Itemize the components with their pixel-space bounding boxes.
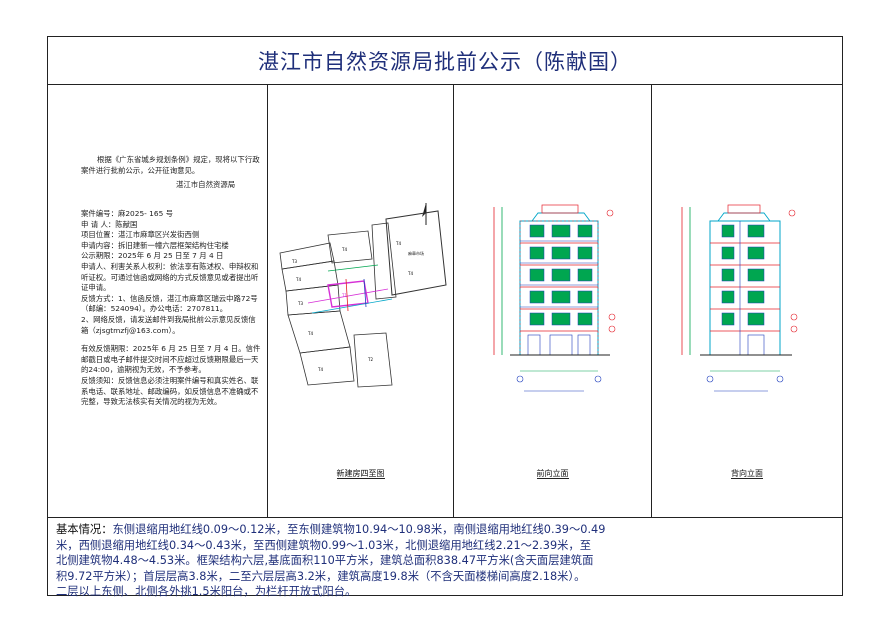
feedback-deadline: 有效反馈期限：2025年 6 月 25 日至 7 月 4 日。信件邮戳日或电子邮… xyxy=(81,344,261,375)
front-elevation-caption: 前向立面 xyxy=(536,469,569,479)
svg-text:T4: T4 xyxy=(307,331,313,336)
front-elevation-drawing xyxy=(493,204,616,392)
basic-info-line1: 东侧退缩用地红线0.09～0.12米，至东侧建筑物10.94～10.98米，南侧… xyxy=(112,523,606,536)
basic-info-line4: 积9.72平方米）；首层层高3.8米，二至六层层高3.2米，建筑高度19.8米（… xyxy=(56,569,586,583)
svg-text:T3: T3 xyxy=(291,259,297,264)
basic-info-line5: 二层以上东侧、北侧各外挑1.5米阳台，为栏杆开放式阳台。 xyxy=(56,585,357,599)
applicant: 申 请 人：陈献国 xyxy=(81,219,138,229)
project-location: 项目位置：湛江市麻章区兴发街西侧 xyxy=(81,230,200,240)
publicity-period: 公示期限：2025年 6 月 25 日至 7 月 4 日 xyxy=(81,251,224,261)
feedback-mail: 反馈方式：1、信函反馈，湛江市麻章区瑞云中路72号（邮编：524094）。办公电… xyxy=(81,293,258,314)
notice-text-panel: 根据《广东省城乡规划条例》规定，现将以下行政案件进行批前公示，公开征询意见。 湛… xyxy=(48,85,268,517)
application-content: 申请内容：拆旧建新一幢六层框架结构住宅楼 xyxy=(81,240,229,250)
case-info: 案件编号：麻2025- 165 号 申 请 人：陈献国 项目位置：湛江市麻章区兴… xyxy=(81,209,263,408)
site-label-road: 麻章市场 xyxy=(408,250,424,256)
basic-info-line2: 米，西侧退缩用地红线0.34～0.43米，至西侧建筑物0.99～1.03米，北侧… xyxy=(56,538,592,552)
back-elevation-drawing xyxy=(681,204,798,392)
notice-signature: 湛江市自然资源局 xyxy=(176,180,236,189)
basic-info: 基本情况：东侧退缩用地红线0.09～0.12米，至东侧建筑物10.94～10.9… xyxy=(48,517,842,598)
site-plan-drawing: 麻章市场 T3 T4 T4 T3 T4 T4 T2 T4 T4 T1 xyxy=(279,203,447,388)
svg-text:T2: T2 xyxy=(367,357,373,362)
feedback-tips: 反馈须知：反馈信息必须注明案件编号和真实姓名、联系电话、联系地址、邮政编码，如反… xyxy=(81,375,259,407)
basic-info-label: 基本情况： xyxy=(56,523,113,536)
svg-text:T4: T4 xyxy=(407,271,413,276)
svg-text:T4: T4 xyxy=(341,247,347,252)
svg-text:T4: T4 xyxy=(395,241,401,246)
svg-text:T4: T4 xyxy=(295,277,301,282)
svg-text:T4: T4 xyxy=(317,367,323,372)
svg-text:T1: T1 xyxy=(341,293,347,298)
rights-statement: 申请人、利害关系人权利：依法享有陈述权、申辩权和听证权。可通过信函或网络的方式反… xyxy=(81,261,259,293)
basic-info-line3: 北侧建筑物4.48～4.53米。框架结构六层,基底面积110平方米，建筑总面积8… xyxy=(56,554,594,568)
back-elevation-panel: 背向立面 xyxy=(652,85,842,517)
site-plan-panel: 麻章市场 T3 T4 T4 T3 T4 T4 T2 T4 T4 T1 新建房四至… xyxy=(268,85,454,517)
notice-board: 湛江市自然资源局批前公示（陈献国） 根据《广东省城乡规划条例》规定，现将以下行政… xyxy=(47,36,843,598)
front-elevation-panel: 前向立面 xyxy=(454,85,652,517)
north-arrow-icon xyxy=(422,203,427,225)
site-plan-caption: 新建房四至图 xyxy=(336,469,385,479)
notice-paragraph: 根据《广东省城乡规划条例》规定，现将以下行政案件进行批前公示，公开征询意见。 xyxy=(81,155,260,175)
feedback-email: 2、网络反馈，请发送邮件到我局批前公示意见反馈信箱（zjsgtmzfj@163.… xyxy=(81,314,256,335)
svg-text:T3: T3 xyxy=(297,301,303,306)
title-bar: 湛江市自然资源局批前公示（陈献国） xyxy=(48,37,842,85)
back-elevation-caption: 背向立面 xyxy=(731,469,763,479)
case-number: 案件编号：麻2025- 165 号 xyxy=(81,209,174,218)
page-title: 湛江市自然资源局批前公示（陈献国） xyxy=(258,49,632,74)
